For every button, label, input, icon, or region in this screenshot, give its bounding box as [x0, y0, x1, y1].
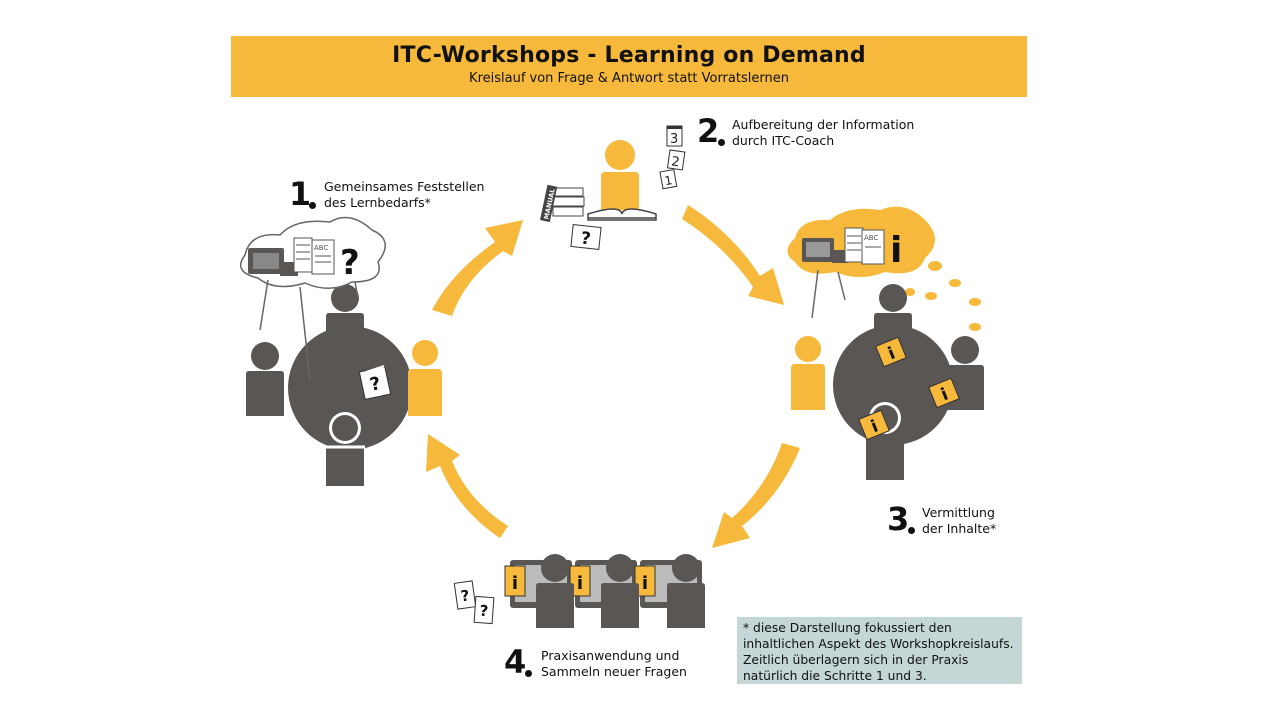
step-dot-icon: [718, 139, 725, 146]
step-2-label: 2: [697, 112, 725, 150]
footnote-box: * diese Darstellung fokussiert den inhal…: [737, 617, 1022, 684]
document-icon: ABC: [293, 237, 335, 275]
step-number: 1: [289, 175, 312, 213]
step4-illustration: i i i ? ?: [453, 554, 705, 628]
question-card-icon: ?: [358, 366, 392, 400]
person-icon: [326, 284, 364, 358]
step-number: 4: [504, 643, 527, 681]
manual-books-icon: MANUAL: [540, 184, 585, 223]
computer-icon: [802, 238, 848, 263]
step1-illustration: ? ABC ?: [239, 216, 442, 486]
info-card-icon: i: [569, 565, 591, 597]
diagram-subtitle: Kreislauf von Frage & Antwort statt Vorr…: [469, 71, 789, 86]
diagram-title: ITC-Workshops - Learning on Demand: [392, 43, 866, 68]
svg-text:?: ?: [479, 602, 489, 621]
step-3-text: Vermittlung der Inhalte*: [922, 505, 996, 537]
svg-text:1: 1: [663, 173, 673, 188]
coach-person-icon: [791, 336, 825, 410]
svg-text:i: i: [642, 573, 648, 594]
title-banner: ITC-Workshops - Learning on Demand Kreis…: [231, 36, 1027, 97]
step-text-line: Gemeinsames Feststellen: [324, 179, 485, 194]
info-card-icon: i: [928, 377, 960, 409]
step-1-label: 1: [289, 175, 316, 213]
svg-text:3: 3: [670, 132, 678, 147]
svg-text:?: ?: [580, 229, 592, 250]
step-1-text: Gemeinsames Feststellen des Lernbedarfs*: [324, 179, 484, 211]
question-card-icon: ?: [453, 580, 477, 610]
step-3-label: 3: [887, 500, 915, 538]
step-text-line: Vermittlung: [922, 505, 995, 520]
person-icon: [536, 554, 574, 628]
open-book-icon: [587, 208, 657, 221]
svg-text:ABC: ABC: [314, 244, 328, 252]
step-text-line: Sammeln neuer Fragen: [541, 664, 687, 679]
svg-text:i: i: [577, 573, 583, 594]
step-number: 2: [697, 112, 720, 150]
person-icon: [246, 342, 284, 416]
info-card-icon: i: [875, 336, 907, 368]
step-text-line: Praxisanwendung und: [541, 648, 680, 663]
info-card-icon: i: [634, 565, 656, 597]
numbered-pages-icon: 3 2 1: [659, 125, 686, 190]
svg-text:2: 2: [670, 154, 680, 170]
step-dot-icon: [309, 202, 316, 209]
arrow-step2-to-step3: [682, 205, 784, 305]
coach-person-icon: [601, 140, 639, 210]
person-icon: [601, 554, 639, 628]
step-text-line: des Lernbedarfs*: [324, 195, 431, 210]
table-icon: [833, 325, 953, 445]
info-card-icon: i: [504, 565, 526, 597]
question-mark-icon: ?: [340, 243, 360, 283]
step-4-label: 4: [504, 643, 532, 681]
arrow-step1-to-step2: [432, 220, 523, 316]
document-icon: ABC: [844, 227, 885, 265]
step-text-line: Aufbereitung der Information: [732, 117, 915, 132]
svg-text:i: i: [512, 573, 518, 594]
step-2-text: Aufbereitung der Information durch ITC-C…: [732, 117, 914, 149]
arrow-step4-to-step1: [426, 434, 508, 538]
step-4-text: Praxisanwendung und Sammeln neuer Fragen: [541, 648, 687, 680]
question-card-icon: ?: [473, 595, 495, 625]
step-text-line: durch ITC-Coach: [732, 133, 835, 148]
arrow-step3-to-step4: [712, 443, 800, 548]
step-number: 3: [887, 500, 910, 538]
info-icon: i: [890, 230, 902, 271]
step3-illustration: ABC i i i: [787, 206, 984, 480]
cycle-arrows: [426, 205, 800, 548]
step-dot-icon: [525, 670, 532, 677]
svg-text:ABC: ABC: [864, 234, 878, 242]
svg-text:?: ?: [460, 586, 471, 605]
step-dot-icon: [908, 527, 915, 534]
table-icon: [288, 326, 412, 450]
step2-illustration: MANUAL ? 3 2 1: [540, 125, 686, 250]
coach-person-icon: [408, 340, 442, 416]
person-icon: [325, 412, 365, 486]
question-card-icon: ?: [570, 224, 602, 250]
info-card-icon: i: [858, 409, 890, 441]
svg-text:?: ?: [368, 373, 383, 396]
step-text-line: der Inhalte*: [922, 521, 997, 536]
person-icon: [667, 554, 705, 628]
